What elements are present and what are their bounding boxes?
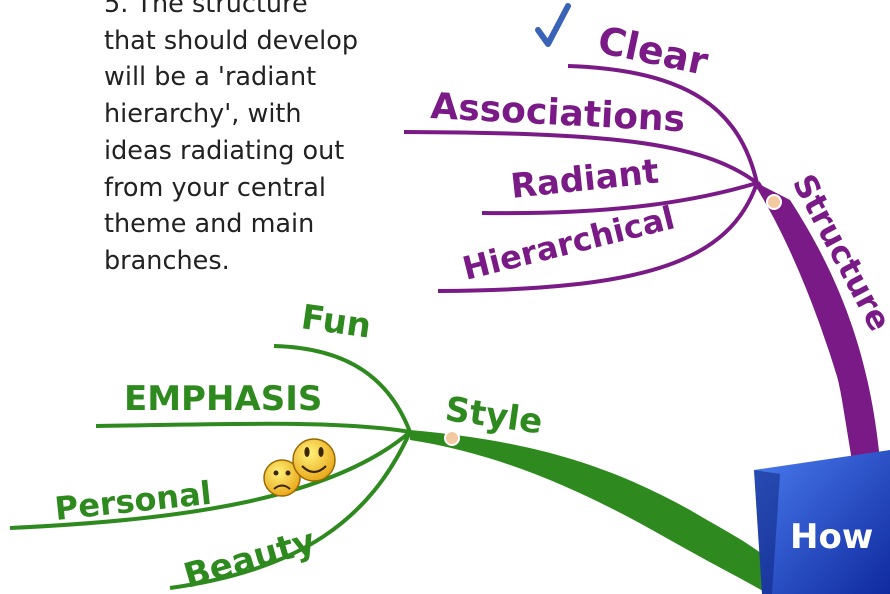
sub-branch-personal: Personal (53, 474, 213, 528)
check-mark-icon (538, 6, 568, 44)
sub-branch-emphasis: EMPHASIS (124, 379, 322, 419)
style-junction-dot (445, 431, 459, 445)
sub-branch-fun: Fun (299, 297, 374, 346)
central-theme-node: How (754, 450, 890, 594)
sub-branch-line-emphasis (96, 424, 410, 432)
central-node-title: How (790, 517, 873, 557)
structure-junction-dot (767, 195, 781, 209)
sub-branch-radiant: Radiant (509, 152, 661, 207)
style-main-branch (410, 430, 770, 594)
smiley-face-icon (293, 439, 335, 481)
sub-branch-clear: Clear (594, 18, 712, 84)
sub-branch-beauty: Beauty (179, 521, 319, 594)
